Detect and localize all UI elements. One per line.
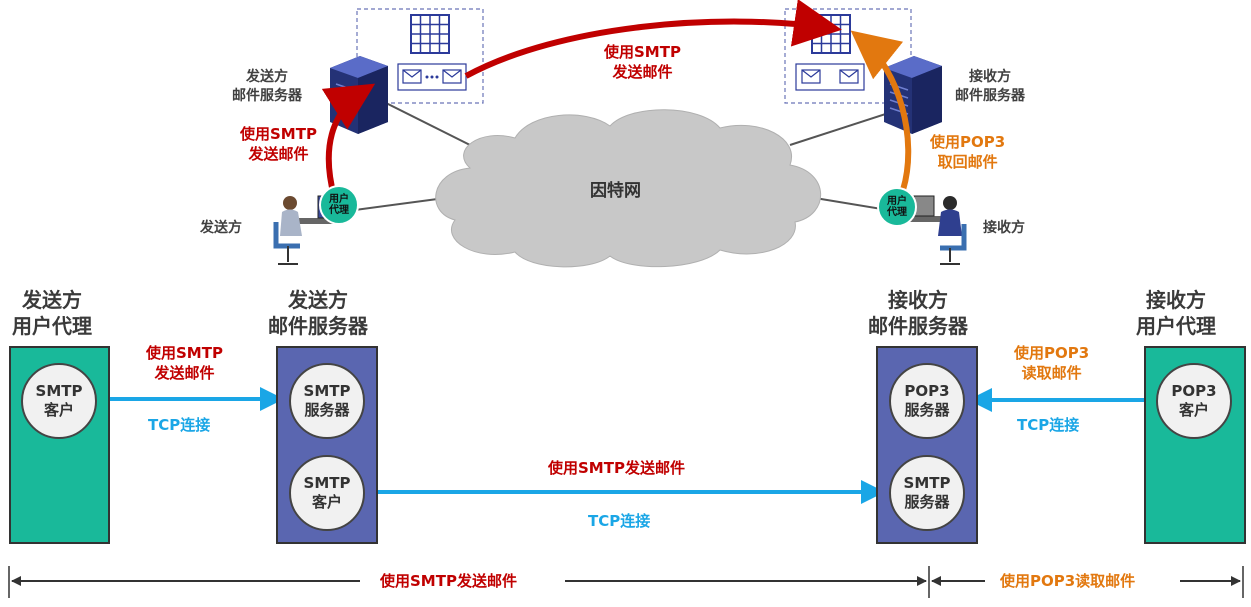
smtp-server-receiver-server: SMTP 服务器 — [889, 455, 965, 531]
pop3-fetch-line2: 取回邮件 — [937, 153, 998, 172]
tcp-right-label: TCP连接 — [1017, 416, 1080, 434]
smtp-send-top-line1: 使用SMTP — [604, 43, 681, 61]
receiver-mail-queue-icon — [795, 63, 865, 91]
receiver-server-label-line1: 接收方 — [969, 69, 1011, 85]
sender-user-agent-badge: 用户 代理 — [319, 185, 359, 225]
smtp-client-2-line1: SMTP — [303, 473, 351, 492]
receiver-server-label: 接收方 邮件服务器 — [955, 68, 1025, 106]
pop3-read-line1: 使用POP3 — [1014, 344, 1090, 362]
smtp-server-1-line2: 服务器 — [304, 401, 350, 419]
smtp-server-1-line1: SMTP — [303, 381, 351, 400]
receiver-ua-line2: 代理 — [887, 207, 907, 218]
pop3-client-receiver-ua: POP3 客户 — [1156, 363, 1232, 439]
arrow-server-to-server — [464, 0, 842, 79]
smtp-server-2-line1: SMTP — [903, 473, 951, 492]
sender-server-label: 发送方 邮件服务器 — [232, 68, 302, 106]
pop3-read-label: 使用POP3 读取邮件 — [1014, 343, 1089, 384]
smtp-client-sender-server: SMTP 客户 — [289, 455, 365, 531]
smtp-send-top-label: 使用SMTP 发送邮件 — [604, 42, 681, 83]
link-sender-server-cloud — [379, 99, 481, 151]
receiver-server-label-line2: 邮件服务器 — [955, 87, 1025, 104]
smtp-send-bottom-label: 使用SMTP 发送邮件 — [146, 343, 223, 384]
sender-server-label-line1: 发送方 — [246, 69, 288, 85]
pop3-server-line1: POP3 — [904, 381, 950, 400]
header-receiver-ua-line1: 接收方 — [1146, 288, 1206, 312]
receiver-ua-line1: 用户 — [887, 195, 907, 207]
sender-server-label-line2: 邮件服务器 — [232, 87, 302, 104]
footer-pop3-label: 使用POP3读取邮件 — [1000, 572, 1136, 590]
internet-label: 因特网 — [590, 181, 641, 201]
header-receiver-server-line1: 接收方 — [888, 288, 948, 312]
sender-mail-queue-icon — [397, 63, 467, 91]
smtp-client-2-line2: 客户 — [311, 493, 342, 511]
header-sender-server-line2: 邮件服务器 — [268, 314, 368, 338]
smtp-send-left-line1: 使用SMTP — [240, 125, 317, 143]
pop3-client-line1: POP3 — [1171, 381, 1217, 400]
pop3-client-line2: 客户 — [1178, 401, 1209, 419]
sender-mailbox-area — [356, 8, 484, 104]
arrow-pop3-fetch — [850, 30, 912, 191]
smtp-client-sender-ua: SMTP 客户 — [21, 363, 97, 439]
sender-ua-line1: 用户 — [329, 193, 349, 205]
receiver-user-agent-badge: 用户 代理 — [877, 187, 917, 227]
pop3-read-line2: 读取邮件 — [1021, 364, 1082, 383]
header-sender-ua-line2: 用户代理 — [12, 314, 92, 338]
receiver-mailbox-area — [784, 8, 912, 104]
header-sender-ua-line1: 发送方 — [22, 288, 82, 312]
smtp-send-left-line2: 发送邮件 — [248, 145, 309, 164]
receiver-server-icon — [884, 56, 942, 134]
header-receiver-server-line2: 邮件服务器 — [868, 314, 968, 338]
smtp-send-middle-label: 使用SMTP发送邮件 — [548, 459, 685, 477]
header-receiver-ua: 接收方 用户代理 — [1136, 287, 1216, 339]
header-sender-server: 发送方 邮件服务器 — [268, 287, 368, 339]
pop3-fetch-line1: 使用POP3 — [930, 133, 1006, 151]
smtp-client-1-line2: 客户 — [43, 401, 74, 419]
receiver-mailbox-icon — [811, 14, 851, 54]
pop3-server-line2: 服务器 — [904, 401, 950, 419]
header-receiver-ua-line2: 用户代理 — [1136, 314, 1216, 338]
smtp-send-top-line2: 发送邮件 — [612, 63, 673, 82]
smtp-client-1-line1: SMTP — [35, 381, 83, 400]
header-sender-ua: 发送方 用户代理 — [12, 287, 92, 339]
arrow-ua-to-sender-server — [321, 83, 376, 197]
receiver-label: 接收方 — [983, 220, 1025, 236]
internet-cloud — [435, 109, 822, 268]
smtp-send-bottom-line2: 发送邮件 — [154, 364, 215, 383]
sender-label: 发送方 — [200, 220, 242, 236]
smtp-send-bottom-line1: 使用SMTP — [146, 344, 223, 362]
tcp-middle-label: TCP连接 — [588, 512, 651, 530]
tcp-left-label: TCP连接 — [148, 416, 211, 434]
pop3-fetch-label: 使用POP3 取回邮件 — [930, 132, 1005, 173]
sender-mailbox-icon — [410, 14, 450, 54]
receiver-person-icon — [910, 195, 967, 265]
smtp-server-sender-server: SMTP 服务器 — [289, 363, 365, 439]
header-sender-server-line1: 发送方 — [288, 288, 348, 312]
header-receiver-server: 接收方 邮件服务器 — [868, 287, 968, 339]
smtp-send-left-label: 使用SMTP 发送邮件 — [240, 124, 317, 165]
sender-ua-line2: 代理 — [329, 205, 349, 216]
link-receiver-server-cloud — [789, 109, 899, 146]
smtp-server-2-line2: 服务器 — [904, 493, 950, 511]
footer-smtp-label: 使用SMTP发送邮件 — [380, 572, 517, 590]
pop3-server-receiver-server: POP3 服务器 — [889, 363, 965, 439]
